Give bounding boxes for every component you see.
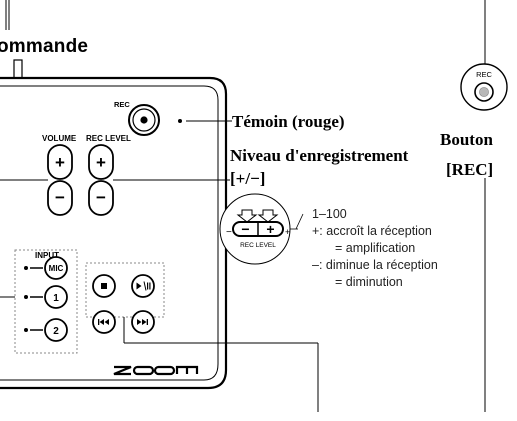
niveau-plusminus-label: [+/−] [230, 169, 266, 188]
rec-level-plus-button[interactable]: + [88, 144, 114, 180]
bouton-label: Bouton [440, 130, 493, 149]
volume-label: VOLUME [42, 134, 77, 143]
slider-label: REC LEVEL [240, 242, 276, 249]
range-text: 1–100 [312, 207, 347, 221]
rec-level-minus-button[interactable]: − [88, 180, 114, 216]
mic-input-button[interactable]: MIC [44, 256, 68, 280]
stop-button[interactable] [92, 274, 116, 298]
play-pause-icon [136, 281, 151, 291]
temoin-label: Témoin (rouge) [232, 112, 345, 131]
plus-description: +: accroît la réception [312, 224, 432, 238]
rec-level-label: REC LEVEL [86, 134, 131, 143]
rec-label: REC [114, 100, 130, 109]
down-arrow-icon [257, 209, 279, 223]
rec-indicator-led [178, 119, 182, 123]
rec-button-illustration: REC [460, 63, 508, 111]
play-pause-button[interactable] [131, 274, 155, 298]
mic-led [24, 266, 28, 270]
niveau-label: Niveau d'enregistrement [230, 146, 409, 165]
rec-level-description: 1–100 +: accroît la réception = amplific… [312, 206, 438, 291]
minus-description: –: diminue la réception [312, 258, 438, 272]
remote-body [0, 76, 228, 390]
stop-icon [101, 283, 107, 289]
down-arrow-icon [236, 209, 258, 223]
page-title: ommande [0, 36, 89, 57]
fast-forward-button[interactable] [131, 310, 155, 334]
rec-level-plus-symbol: + [96, 153, 106, 172]
cable [5, 0, 23, 81]
rec-level-minus-symbol: − [96, 188, 106, 207]
bouton-rec-label: [REC] [446, 160, 494, 179]
input2-label: 2 [53, 326, 59, 337]
volume-plus-symbol: + [55, 153, 65, 172]
slider-plus-sign: + [285, 227, 290, 237]
slider-minus-key: − [241, 221, 249, 237]
rewind-icon [98, 319, 109, 325]
input1-label: 1 [53, 293, 59, 304]
input2-button[interactable]: 2 [44, 318, 68, 342]
input1-led [24, 295, 28, 299]
input1-button[interactable]: 1 [44, 285, 68, 309]
zoom-logo [113, 365, 199, 376]
rec-level-detail: − − + + REC LEVEL [219, 193, 304, 265]
input-group-outline [14, 249, 78, 354]
rec-illustration-label: REC [476, 70, 492, 79]
transport-group-outline [85, 262, 165, 318]
minus-result: = diminution [335, 275, 403, 289]
rec-button[interactable] [128, 104, 160, 136]
volume-minus-button[interactable]: − [47, 180, 73, 216]
rewind-button[interactable] [92, 310, 116, 334]
mic-label: MIC [49, 264, 64, 273]
slider-minus-sign: − [226, 227, 232, 238]
volume-minus-symbol: − [55, 188, 65, 207]
input2-led [24, 328, 28, 332]
input-label: INPUT [35, 251, 59, 260]
plus-result: = amplification [335, 241, 416, 255]
volume-plus-button[interactable]: + [47, 144, 73, 180]
slider-plus-key: + [266, 221, 274, 237]
fast-forward-icon [137, 319, 148, 325]
